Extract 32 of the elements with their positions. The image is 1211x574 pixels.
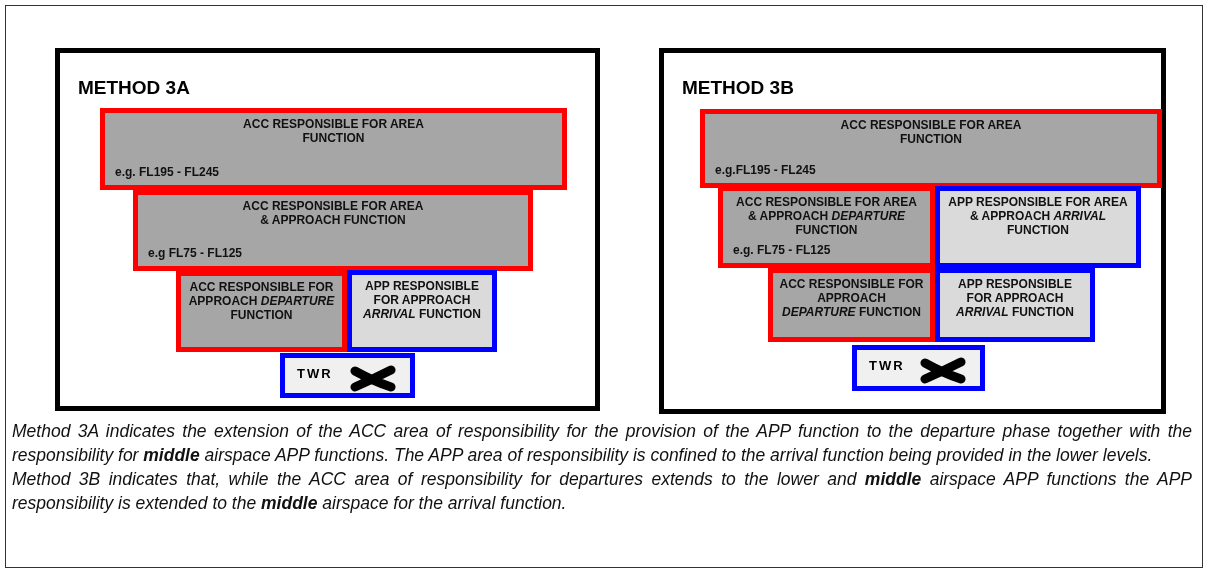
responsibility-box [176, 271, 347, 352]
method-panel [659, 48, 1166, 414]
responsibility-box [100, 108, 567, 190]
tower-box [280, 353, 415, 398]
flight-level-range: e.g FL75 - FL125 [148, 246, 243, 260]
responsibility-box [768, 268, 935, 342]
box-text: ACC RESPONSIBLE FOR AREA & APPROACH FUNCTION [241, 199, 425, 227]
responsibility-box [700, 109, 1162, 188]
box-text: APP RESPONSIBLE FOR AREA & APPROACH ARRIVAL FUNCTION [947, 195, 1129, 237]
responsibility-box [718, 186, 935, 268]
responsibility-box [935, 186, 1141, 268]
responsibility-box [347, 270, 497, 352]
unit-name: TWR [297, 366, 333, 381]
box-text: ACC RESPONSIBLE FOR APPROACH DEPARTURE FUNCTION [779, 277, 924, 319]
panel-heading: METHOD 3B [682, 77, 794, 99]
flight-level-range: e.g.FL195 - FL245 [715, 163, 816, 177]
box-text: ACC RESPONSIBLE FOR AREA FUNCTION [839, 118, 1023, 146]
panel-heading: METHOD 3A [78, 77, 190, 99]
responsibility-box [133, 190, 533, 271]
caption-paragraph: Method 3A indicates the extension of the ACC area of responsibility for the provision of the APP function to the departure phase together with the responsibility for middle airspace APP functions. The APP area of responsibility is confined to the arrival function being provided in the lower levels. [12, 420, 1192, 467]
box-text: ACC RESPONSIBLE FOR AREA FUNCTION [242, 117, 425, 145]
caption-paragraph: Method 3B indicates that, while the ACC area of responsibility for departures extends to the lower and middle airspace APP functions the APP responsibility is extended to the middle airspace for the arrival function. [12, 468, 1192, 515]
tower-box [852, 345, 985, 391]
flight-level-range: e.g. FL195 - FL245 [115, 165, 220, 179]
box-text: APP RESPONSIBLE FOR APPROACH ARRIVAL FUNCTION [362, 279, 482, 321]
box-text: ACC RESPONSIBLE FOR AREA & APPROACH DEPARTURE FUNCTION [735, 195, 918, 237]
flight-level-range: e.g. FL75 - FL125 [733, 243, 831, 257]
unit-name: TWR [869, 358, 905, 373]
responsibility-box [935, 268, 1095, 342]
method-panel [55, 48, 600, 411]
box-text: APP RESPONSIBLE FOR APPROACH ARRIVAL FUNCTION [955, 277, 1075, 319]
box-text: ACC RESPONSIBLE FOR APPROACH DEPARTURE FUNCTION [187, 280, 336, 322]
